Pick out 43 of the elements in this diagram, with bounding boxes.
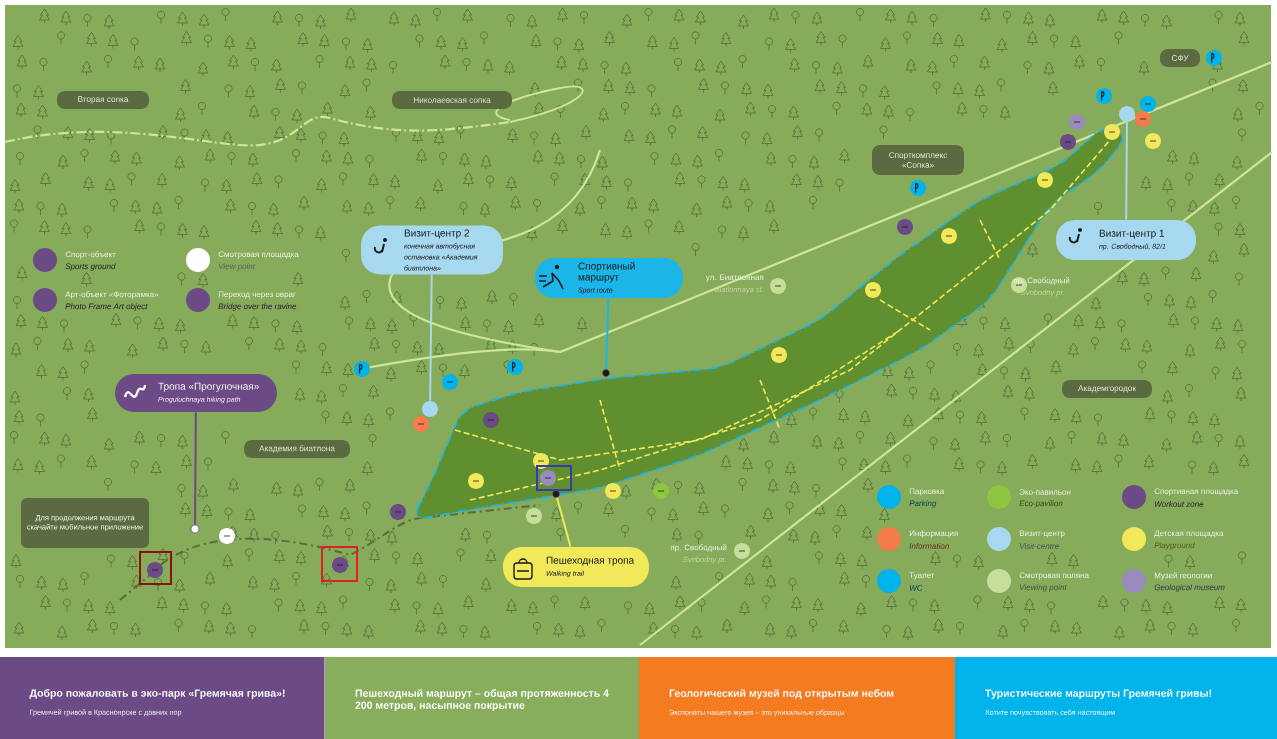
street-label: пр. Свободный [670, 544, 727, 552]
translation-text: Geological museum [1154, 584, 1225, 592]
translation-text: Eco-pavilion [1019, 500, 1063, 508]
visit-centre-icon [1119, 106, 1135, 122]
place-label: Академия биатлона [244, 440, 350, 458]
translation-text: View point [218, 263, 256, 271]
translation-text: Bridge over the ravine [218, 303, 297, 311]
translation-text: Visit-centre [1019, 543, 1059, 549]
translation-text: Parking [909, 500, 937, 508]
street-label: пр. Свободный [1013, 277, 1070, 285]
legend-label: Смотровая поляна [1019, 572, 1089, 580]
translation-text: Workout zone [1154, 501, 1204, 507]
place-label: Николаевская сопка [392, 91, 512, 109]
visit-centre-icon [422, 401, 438, 417]
place-label: Академгородок [1062, 380, 1152, 398]
translation-text: Sports ground [65, 263, 116, 271]
legend-label: Спортивная площадка [1154, 488, 1239, 496]
leader-line [1125, 121, 1128, 221]
place-label: Вторая сопка [57, 91, 149, 109]
legend-label: Туалет [909, 572, 935, 580]
translation-text: Photo Frame Art object [65, 303, 148, 311]
info-panel: Пешеходный маршрут – общая протяженность 4 200 метров, насыпное покрытие [325, 657, 639, 739]
legend-label: Переход через овраг [218, 291, 296, 299]
legend-label: Музей геологии [1154, 572, 1212, 580]
legend-label: Смотровая площадка [218, 251, 299, 259]
place-label: Спорткомплекс «Сопка» [872, 145, 964, 175]
legend-label: Арт-объект «Фоторамка» [65, 291, 159, 299]
leader-line [556, 496, 572, 548]
leader-line [429, 273, 433, 402]
translation-text: WC [909, 585, 923, 591]
leader-line [605, 297, 610, 371]
legend-label: Парковка [909, 488, 945, 496]
translation-text: Playground [1154, 542, 1195, 550]
translation-text: Information [909, 543, 949, 549]
legend-label: Детская площадка [1154, 530, 1224, 538]
legend-label: Информация [909, 530, 958, 538]
translation-text: Viewing point [1019, 584, 1067, 592]
leader-line [194, 411, 197, 526]
legend-label: Эко-павильон [1019, 489, 1071, 495]
legend-label: Спорт-объект [65, 251, 116, 259]
place-label: СФУ [1160, 49, 1200, 67]
street-label: ул. Биатлонная [705, 274, 764, 282]
legend-label: Визит-центр [1019, 530, 1065, 538]
